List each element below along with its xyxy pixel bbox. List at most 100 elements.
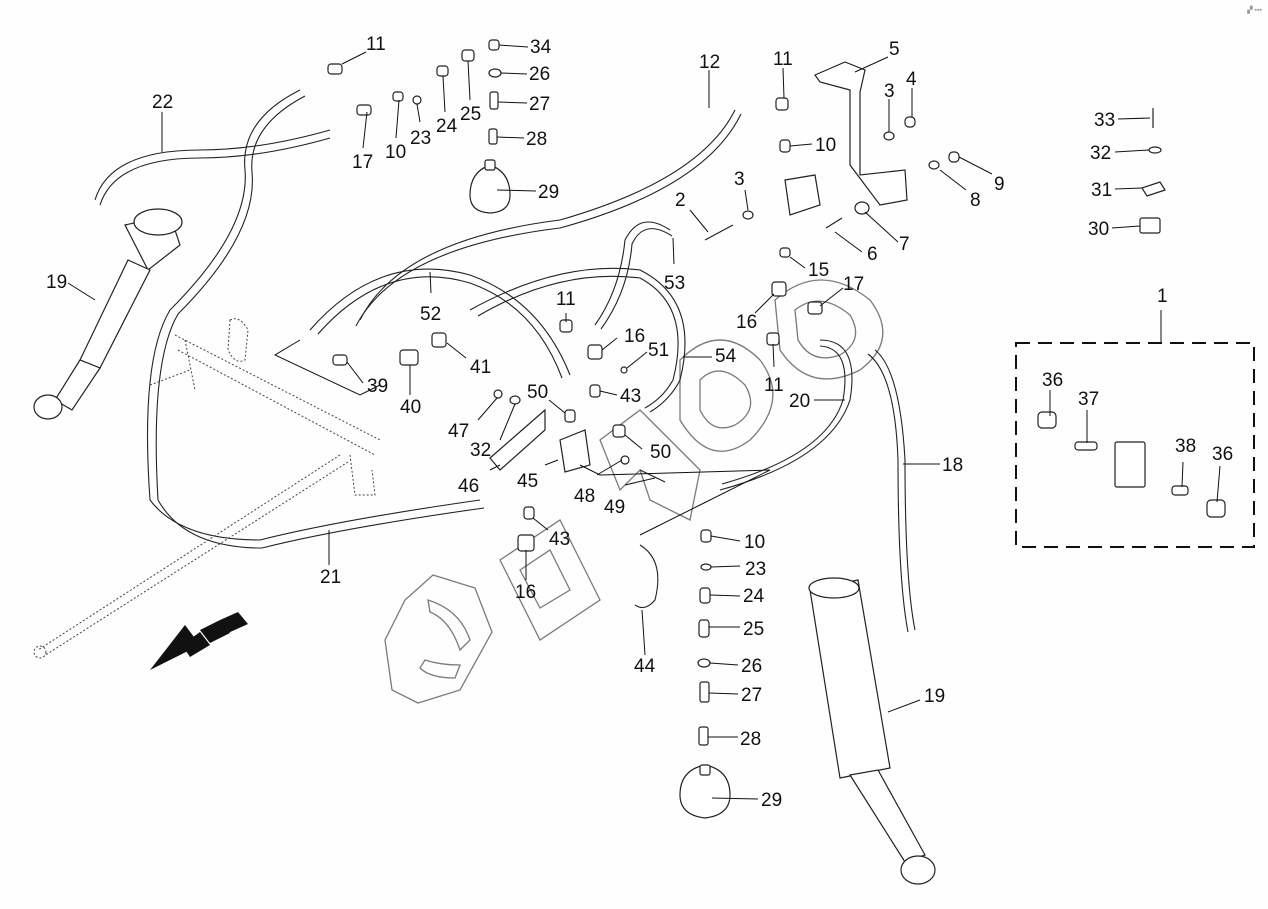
fitting-11 xyxy=(327,63,343,75)
callout-36: 36 xyxy=(1042,370,1063,391)
callout-39: 39 xyxy=(367,376,388,397)
callout-6: 6 xyxy=(867,244,878,265)
callout-5: 5 xyxy=(889,39,900,60)
fitting-10b xyxy=(779,139,791,153)
callout-labels: 11 22 19 17 10 23 24 25 34 26 27 28 29 1… xyxy=(46,34,1233,811)
fitting-50b xyxy=(612,424,626,438)
watermark-hex-logo xyxy=(384,574,493,704)
plate-46 xyxy=(489,408,546,471)
corner-logo: ▞ ▪▪▪ xyxy=(1247,7,1262,14)
callout-9: 9 xyxy=(994,174,1005,195)
callout-41: 41 xyxy=(470,357,491,378)
callout-43: 43 xyxy=(620,386,641,407)
callout-46: 46 xyxy=(458,476,479,497)
direction-arrow xyxy=(150,612,248,670)
fitting-10c xyxy=(700,529,712,543)
tee-40 xyxy=(399,349,419,366)
fitting-24 xyxy=(436,65,449,77)
fitting-23 xyxy=(412,95,422,105)
callout-4: 4 xyxy=(906,69,917,90)
callout-19: 19 xyxy=(924,686,945,707)
hose-54 xyxy=(469,267,686,413)
coupling-36b xyxy=(1206,499,1226,518)
callout-27: 27 xyxy=(529,94,550,115)
fitting-23b xyxy=(700,563,712,571)
callout-16: 16 xyxy=(515,582,536,603)
valve-38 xyxy=(1171,485,1189,496)
nut-9 xyxy=(948,151,960,163)
callout-11: 11 xyxy=(764,375,784,396)
kit-group xyxy=(1015,310,1255,548)
callout-8: 8 xyxy=(970,190,981,211)
leader-lines xyxy=(67,44,1221,800)
washer-32a xyxy=(1148,146,1162,154)
callout-24: 24 xyxy=(436,116,458,137)
fitting-26 xyxy=(488,68,502,78)
hose-19-feed xyxy=(146,89,301,501)
fitting-11b xyxy=(775,97,789,111)
nut-4 xyxy=(904,116,916,128)
bolt-49 xyxy=(639,469,666,483)
callout-26: 26 xyxy=(741,656,762,677)
callout-22: 22 xyxy=(152,92,173,113)
callout-10: 10 xyxy=(385,142,406,163)
watermark-letter-d xyxy=(499,519,601,641)
tee-17b xyxy=(807,301,823,315)
plate-31 xyxy=(1141,181,1166,197)
callout-34: 34 xyxy=(530,37,552,58)
washer-8 xyxy=(928,160,940,170)
callout-21: 21 xyxy=(320,567,341,588)
cylinder-left xyxy=(33,208,183,420)
hose-44 xyxy=(634,544,659,609)
callout-53: 53 xyxy=(664,273,685,294)
fitting-25b xyxy=(698,619,710,638)
callout-10: 10 xyxy=(815,135,836,156)
oring-51 xyxy=(620,366,628,374)
callout-24: 24 xyxy=(743,586,765,607)
bolt-6 xyxy=(825,217,843,229)
tee-16 xyxy=(771,281,787,297)
callout-29: 29 xyxy=(761,790,782,811)
callout-45: 45 xyxy=(517,471,538,492)
fitting-27b xyxy=(699,681,710,703)
callout-30: 30 xyxy=(1088,219,1109,240)
watermark-letter-o xyxy=(774,279,884,380)
fitting-39 xyxy=(332,354,348,366)
callout-51: 51 xyxy=(648,340,669,361)
callout-11: 11 xyxy=(556,289,576,310)
callout-38: 38 xyxy=(1175,436,1196,457)
callout-50: 50 xyxy=(527,382,548,403)
valve-block-ghost xyxy=(784,174,821,216)
callout-23: 23 xyxy=(410,128,431,149)
callout-28: 28 xyxy=(740,729,761,750)
accumulator-29-top xyxy=(469,164,511,214)
fitting-25 xyxy=(461,49,475,62)
callout-17: 17 xyxy=(352,152,373,173)
callout-54: 54 xyxy=(715,346,737,367)
callout-11: 11 xyxy=(773,49,793,70)
callout-16: 16 xyxy=(736,312,757,333)
washer-3b xyxy=(742,210,754,220)
callout-33: 33 xyxy=(1094,110,1115,131)
hose-22 xyxy=(94,129,331,201)
callout-32: 32 xyxy=(470,440,491,461)
hose-21 xyxy=(149,499,481,541)
hose-12 xyxy=(359,109,736,321)
callout-47: 47 xyxy=(448,421,469,442)
fitting-43 xyxy=(589,384,601,398)
callout-12: 12 xyxy=(699,52,720,73)
fitting-24b xyxy=(699,587,711,604)
callout-44: 44 xyxy=(634,656,656,677)
callout-11: 11 xyxy=(366,34,386,55)
frame-ghost xyxy=(33,318,381,659)
callout-16: 16 xyxy=(624,326,645,347)
callout-52: 52 xyxy=(420,304,441,325)
accumulator-29b xyxy=(679,764,731,819)
callout-2: 2 xyxy=(675,190,686,211)
fitting-41 xyxy=(431,332,447,348)
washer-3 xyxy=(883,131,895,141)
callout-29: 29 xyxy=(538,182,559,203)
fitting-27 xyxy=(489,91,499,110)
hose-52 xyxy=(309,268,571,376)
callout-40: 40 xyxy=(400,397,421,418)
